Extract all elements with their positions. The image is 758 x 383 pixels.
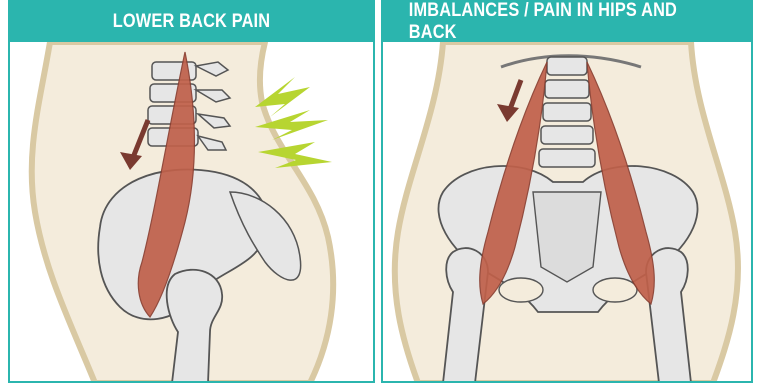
lower-back-pain-illustration bbox=[10, 42, 373, 383]
lower-back-pain-panel: LOWER BACK PAIN bbox=[8, 0, 375, 383]
hips-back-illustration bbox=[383, 42, 751, 383]
panel-title: LOWER BACK PAIN bbox=[35, 2, 347, 42]
hips-back-panel: IMBALANCES / PAIN IN HIPS AND BACK bbox=[381, 0, 753, 383]
panel-title: IMBALANCES / PAIN IN HIPS AND BACK bbox=[409, 2, 725, 42]
